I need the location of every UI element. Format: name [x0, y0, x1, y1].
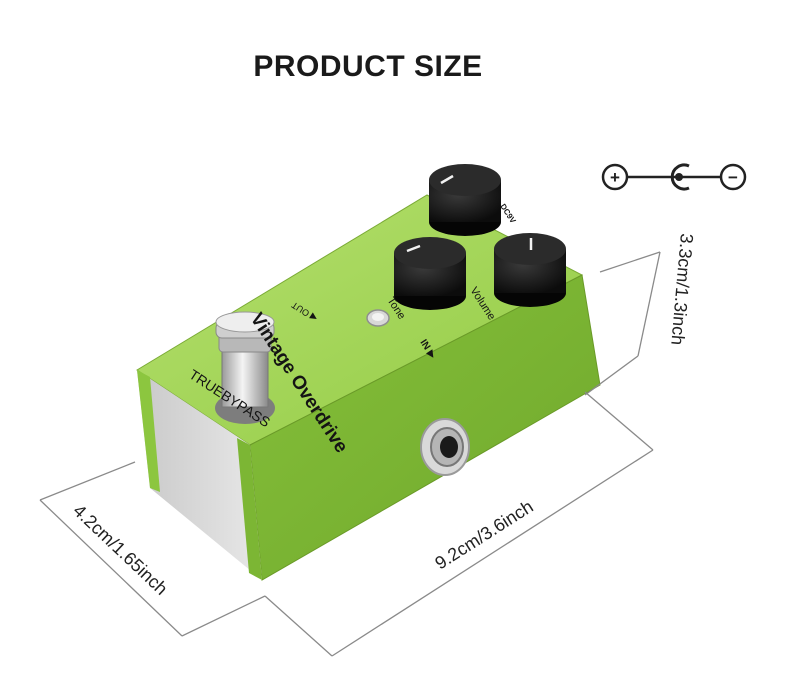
dimension-lines	[39, 251, 661, 657]
polarity-minus: −	[728, 168, 738, 187]
knob-drive	[429, 164, 501, 236]
polarity-plus: +	[610, 168, 620, 187]
output-jack	[420, 418, 470, 476]
knob-tone	[394, 237, 466, 310]
power-polarity-icon: + −	[601, 163, 747, 191]
knob-volume	[494, 233, 566, 307]
power-label: DC9V	[498, 202, 518, 225]
page-title: PRODUCT SIZE	[253, 50, 483, 83]
footswitch	[215, 311, 275, 424]
status-led	[366, 309, 390, 327]
dimension-width: 4.2cm/1.65inch	[69, 500, 171, 599]
dimension-height: 3.3cm/1.3inch	[667, 233, 697, 346]
